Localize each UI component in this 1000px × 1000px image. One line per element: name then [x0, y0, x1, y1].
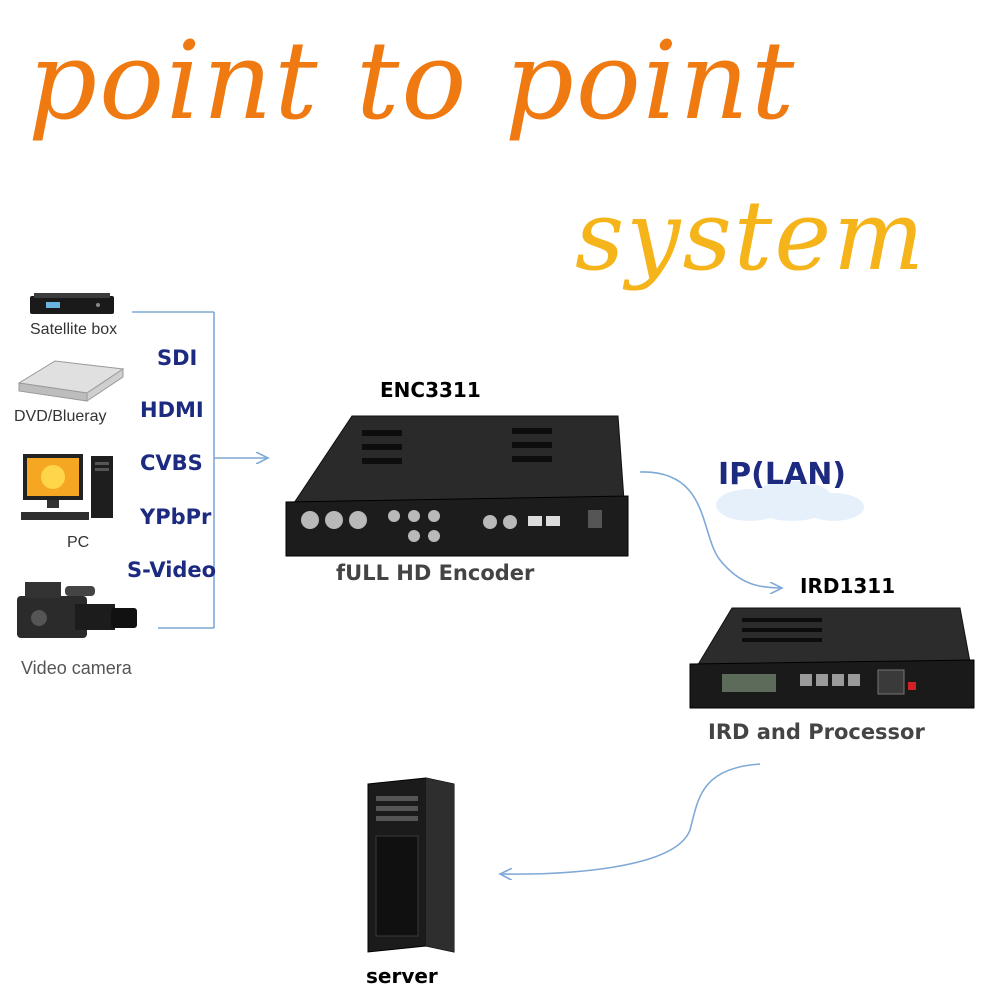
video-camera-icon	[17, 582, 137, 638]
source-dvd-player: DVD/Blueray	[10, 355, 125, 430]
cloud-icon	[716, 481, 864, 521]
signal-label-sdi: SDI	[157, 346, 198, 370]
signal-label-s-video: S-Video	[127, 558, 217, 582]
server-tower-icon	[367, 777, 455, 953]
source-label: Video camera	[21, 658, 132, 678]
ird-to-server-arrow	[500, 763, 761, 874]
source-video-camera: Video camera	[15, 578, 165, 678]
source-satellite-box: Satellite box	[20, 288, 130, 338]
encoder-device	[285, 415, 629, 557]
source-bracket	[132, 311, 268, 629]
source-pc: PC	[15, 450, 125, 555]
signal-label-ypbpr: YPbPr	[140, 505, 212, 529]
dvd-player-icon	[17, 360, 125, 402]
source-label: DVD/Blueray	[14, 408, 107, 425]
title-line1: point to point	[28, 19, 797, 144]
ird-caption: IRD and Processor	[708, 720, 925, 744]
signal-label-hdmi: HDMI	[140, 398, 204, 422]
ird-model-label: IRD1311	[800, 574, 896, 598]
satellite-box-icon	[30, 293, 114, 314]
encoder-to-ird-arrow	[639, 471, 782, 588]
ird-device	[689, 607, 975, 709]
network-label: IP(LAN)	[718, 457, 847, 492]
title-line2: system	[575, 180, 927, 292]
encoder-caption: fULL HD Encoder	[336, 561, 535, 585]
pc-icon	[21, 454, 113, 520]
source-label: PC	[67, 534, 90, 551]
server-label: server	[366, 964, 438, 988]
encoder-model-label: ENC3311	[380, 378, 481, 402]
signal-label-cvbs: CVBS	[140, 451, 203, 475]
source-label: Satellite box	[30, 321, 118, 338]
